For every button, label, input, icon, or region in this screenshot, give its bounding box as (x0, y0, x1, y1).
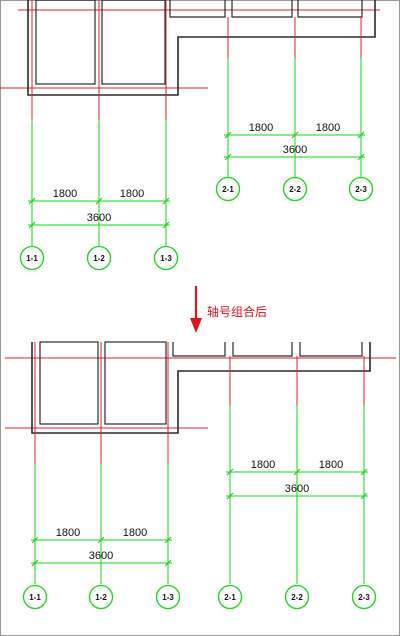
bottom-left-dim-tick (31, 559, 39, 567)
top-right-dim-tick (357, 131, 365, 139)
bottom-left-dim-tick (164, 536, 172, 544)
top-right-spacing-1: 1800 (249, 122, 273, 134)
bottom-axis-bubble-1-2 (88, 584, 114, 610)
top-room-4 (231, 0, 293, 18)
bottom-right-spacing-1: 1800 (251, 459, 275, 471)
top-axis-bubble-1-1 (19, 245, 45, 271)
top-axis-label-1-3: 1-3 (160, 254, 172, 263)
bottom-axis-label-2-3: 2-3 (358, 593, 370, 602)
bottom-right-total: 3600 (285, 483, 309, 495)
bottom-room-2 (104, 341, 167, 425)
bottom-right-dim-tick (293, 468, 301, 476)
bottom-left-spacing-1: 1800 (56, 527, 80, 539)
transition-indicator: 轴号组合后 (190, 286, 267, 333)
top-left-spacing-1: 1800 (53, 188, 77, 200)
top-panel: 1800 1800 3600 2-1 2-2 2-3 1800 1800 360… (0, 0, 380, 271)
top-building-outline (27, 0, 376, 96)
top-axis-bubble-2-1 (215, 176, 241, 202)
top-axis-bubble-1-3 (153, 245, 179, 271)
bottom-left-dim-tick (31, 536, 39, 544)
top-left-dim-tick (162, 197, 170, 205)
top-room-5 (297, 0, 363, 18)
top-axis-label-2-2: 2-2 (289, 185, 301, 194)
bottom-right-dim-tick (226, 492, 234, 500)
bottom-right-spacing-2: 1800 (319, 459, 343, 471)
top-right-total: 3600 (283, 144, 307, 156)
top-right-dim-tick (224, 153, 232, 161)
top-axis-label-1-1: 1-1 (26, 254, 38, 263)
top-axis-bubble-2-3 (348, 176, 374, 202)
top-left-dim-tick (28, 221, 36, 229)
down-arrow-head-icon (190, 318, 202, 333)
bottom-axis-bubble-2-3 (351, 584, 377, 610)
top-right-dim-tick (224, 131, 232, 139)
top-left-spacing-2: 1800 (120, 188, 144, 200)
bottom-axis-label-1-2: 1-2 (95, 593, 107, 602)
bottom-axis-label-1-1: 1-1 (29, 593, 41, 602)
top-left-dim-tick (95, 197, 103, 205)
bottom-axis-label-2-2: 2-2 (291, 593, 303, 602)
top-axis-bubble-2-2 (282, 176, 308, 202)
top-axis-bubble-1-2 (86, 245, 112, 271)
top-axis-label-2-3: 2-3 (355, 185, 367, 194)
bottom-building-outline (31, 342, 371, 434)
transition-label: 轴号组合后 (207, 304, 267, 319)
top-axis-label-1-2: 1-2 (93, 254, 105, 263)
bottom-left-spacing-2: 1800 (123, 527, 147, 539)
bottom-axis-label-2-1: 2-1 (224, 593, 236, 602)
bottom-axis-bubble-2-1 (217, 584, 243, 610)
bottom-room-1 (39, 341, 99, 425)
top-left-total: 3600 (87, 212, 111, 224)
bottom-left-total: 3600 (89, 550, 113, 562)
bottom-axis-label-1-3: 1-3 (162, 593, 174, 602)
bottom-room-3 (172, 342, 226, 357)
bottom-axis-bubble-1-3 (155, 584, 181, 610)
top-room-2 (101, 0, 166, 85)
bottom-room-4 (232, 342, 293, 357)
bottom-left-dim-tick (97, 536, 105, 544)
top-left-dim-tick (162, 221, 170, 229)
bottom-left-dim-tick (164, 559, 172, 567)
bottom-axis-bubble-2-2 (284, 584, 310, 610)
top-left-dim-tick (28, 197, 36, 205)
bottom-axis-bubble-1-1 (22, 584, 48, 610)
top-right-dim-tick (291, 131, 299, 139)
bottom-right-dim-tick (360, 492, 368, 500)
bottom-room-5 (299, 342, 363, 357)
bottom-right-dim-tick (360, 468, 368, 476)
top-right-dim-tick (357, 153, 365, 161)
bottom-panel: 1800 1800 3600 1800 1800 3600 1-1 1-2 1-… (5, 341, 396, 610)
bottom-right-dim-tick (226, 468, 234, 476)
top-right-spacing-2: 1800 (316, 122, 340, 134)
top-axis-label-2-1: 2-1 (222, 185, 234, 194)
top-room-3 (169, 0, 226, 18)
top-room-1 (35, 0, 96, 85)
